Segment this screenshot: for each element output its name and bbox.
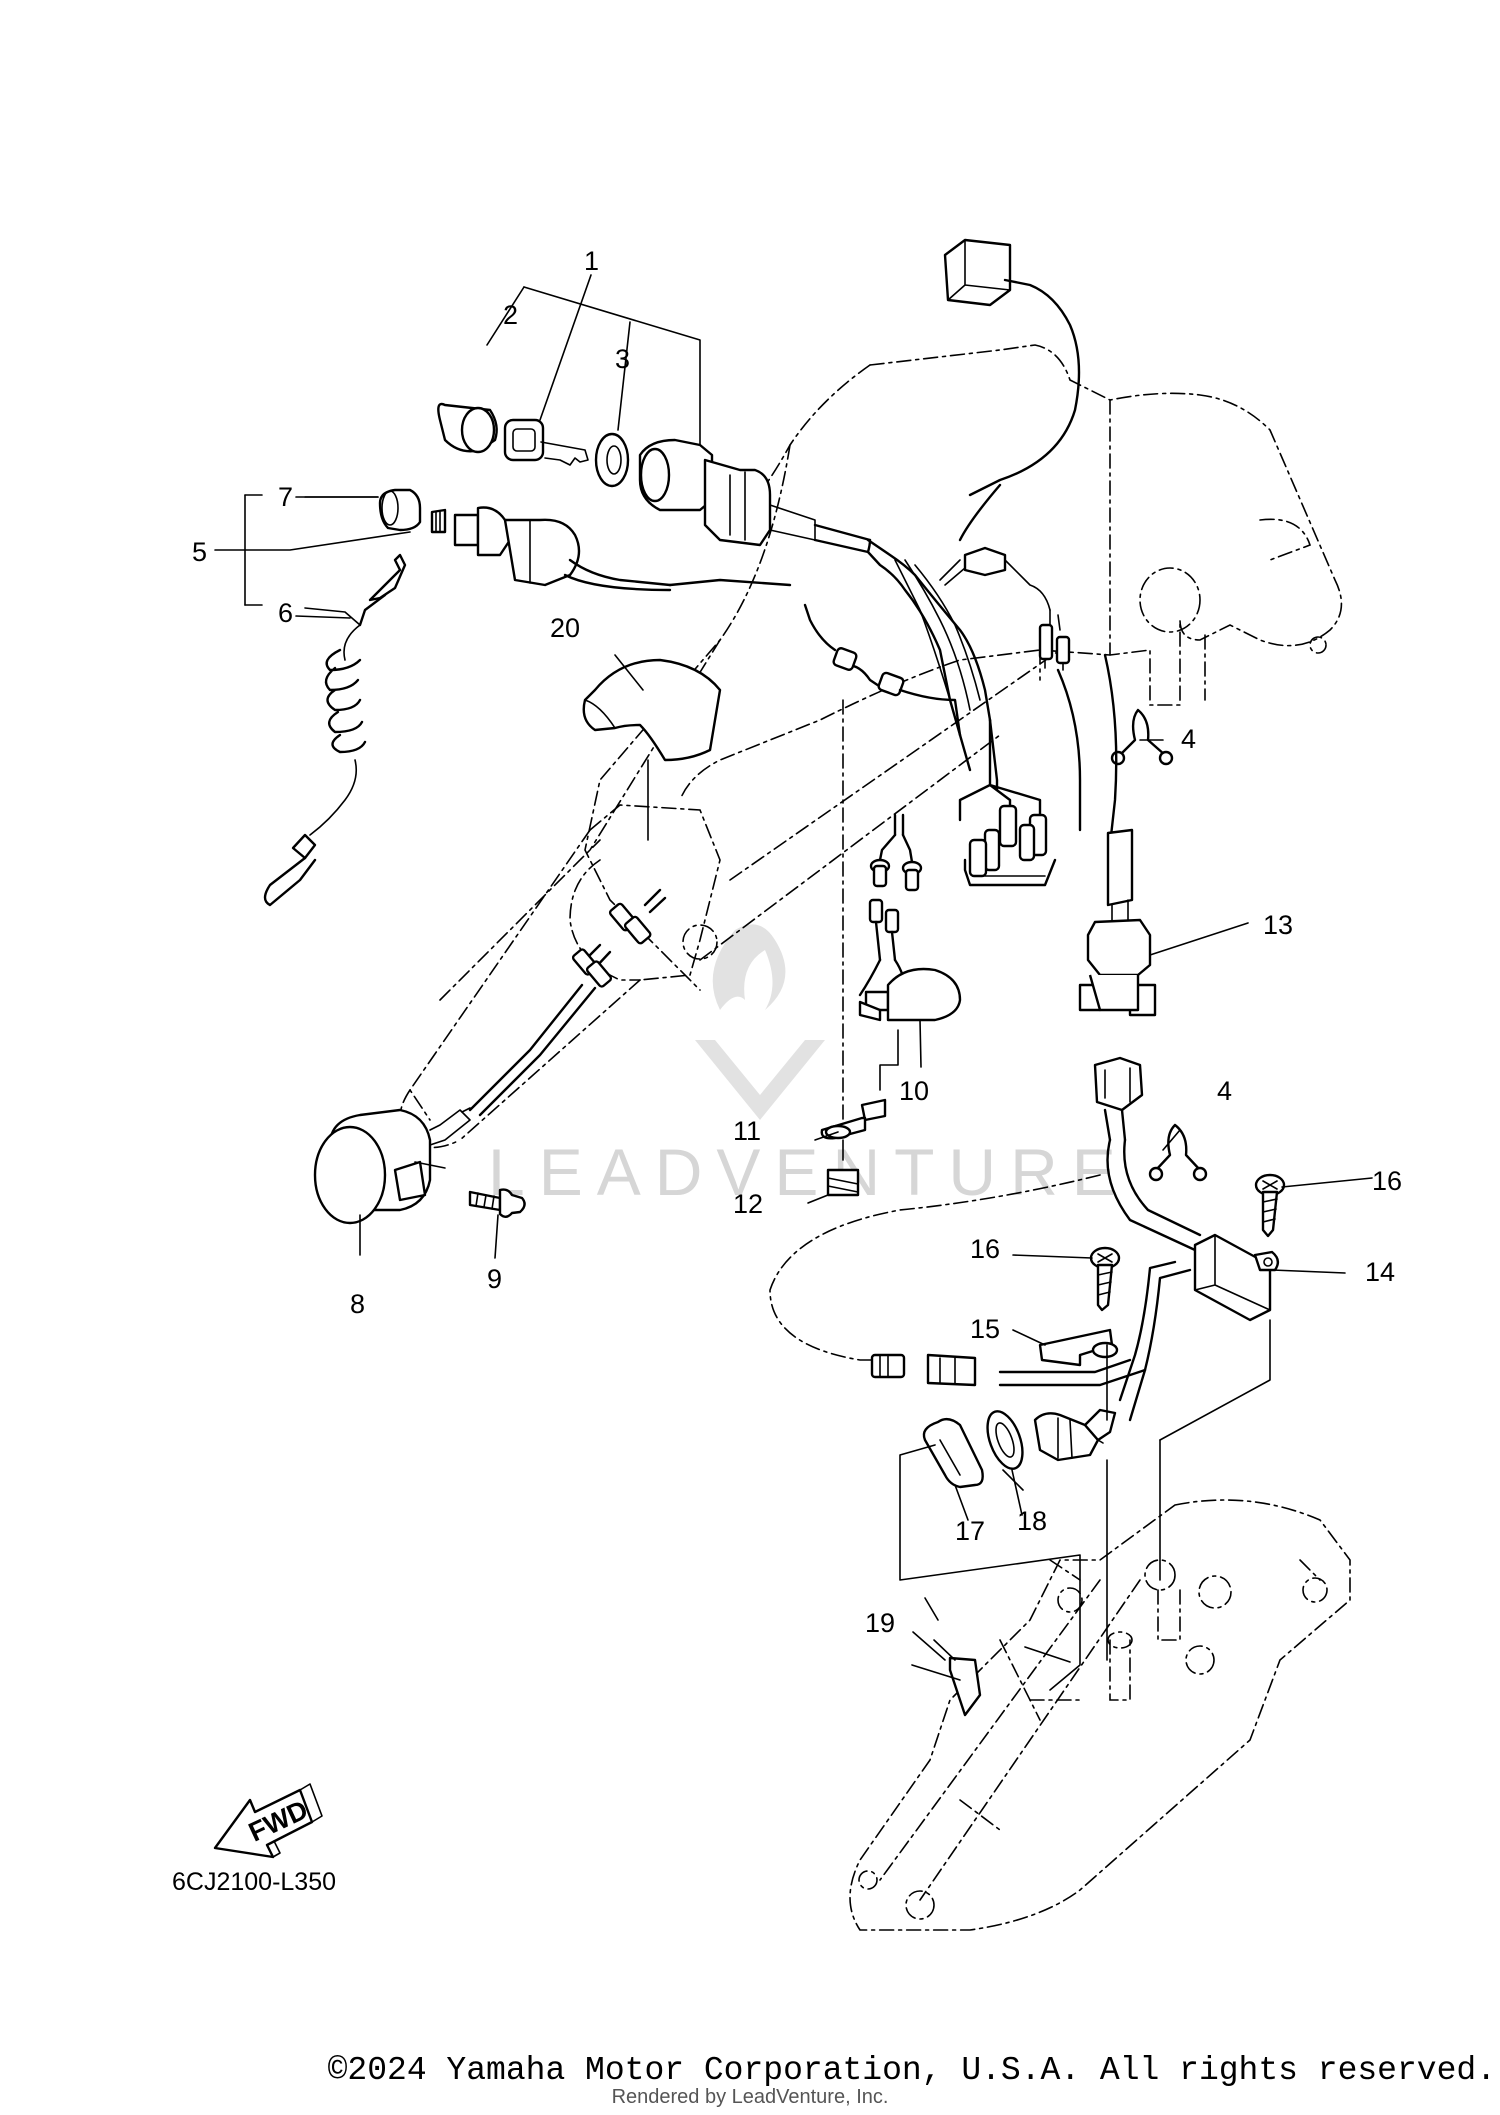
callout-18: 18 — [1017, 1506, 1047, 1536]
diode-cluster — [958, 718, 1057, 887]
callout-15: 15 — [970, 1314, 1000, 1344]
grommet-plug — [1033, 1408, 1117, 1462]
main-harness — [866, 538, 999, 792]
screw-16-b — [1254, 1173, 1286, 1238]
key-cap — [437, 402, 498, 454]
fwd-arrow-icon: FWD — [213, 1783, 323, 1859]
buzzer — [858, 958, 962, 1091]
lanyard-cord — [263, 553, 407, 907]
watermark: LEADVENTURE — [488, 924, 1130, 1209]
callout-16: 16 — [970, 1234, 1000, 1264]
callout-6: 6 — [278, 598, 293, 628]
stop-switch — [313, 1107, 471, 1225]
callout-16b: 16 — [1372, 1166, 1402, 1196]
grommet-17 — [922, 1417, 984, 1489]
callout-11: 11 — [733, 1116, 761, 1146]
label-sticker-19 — [948, 1656, 982, 1717]
callout-4: 4 — [1181, 724, 1196, 754]
callout-4b: 4 — [1217, 1076, 1232, 1106]
main-switch — [638, 438, 872, 554]
two-pin-connector-a — [869, 813, 923, 892]
callout-7: 7 — [278, 482, 293, 512]
callout-19: 19 — [865, 1608, 895, 1638]
callout-1: 1 — [584, 246, 599, 276]
bracket-5-6-7 — [214, 494, 411, 626]
copyright-notice: ©2024 Yamaha Motor Corporation, U.S.A. A… — [0, 2052, 1500, 2089]
plate-15 — [1038, 1328, 1119, 1421]
cable-clamp-bottom — [1148, 1123, 1208, 1182]
callout-10: 10 — [899, 1076, 929, 1106]
screw-16-a — [1089, 1246, 1121, 1312]
rendered-by-note: Rendered by LeadVenture, Inc. — [611, 2086, 889, 2108]
branch-connector-top — [939, 546, 1051, 611]
callout-5: 5 — [192, 537, 207, 567]
screw-12 — [826, 1168, 860, 1197]
callout-12: 12 — [733, 1189, 763, 1219]
copyright-text: ©2024 Yamaha Motor Corporation, U.S.A. A… — [327, 2052, 1496, 2089]
coupler-13 — [1056, 653, 1157, 1017]
ignition-key — [503, 418, 589, 466]
callout-2: 2 — [503, 300, 518, 330]
cable-clamp-top — [1110, 708, 1174, 766]
callouts: 1 2 3 4 4 5 6 7 8 9 10 11 12 13 14 15 16… — [192, 246, 1402, 1638]
watermark-logo-icon — [695, 924, 825, 1120]
callout-17: 17 — [955, 1516, 985, 1546]
upper-connector — [943, 238, 1081, 542]
callout-20: 20 — [550, 613, 580, 643]
branch-connector-right — [1038, 609, 1071, 671]
drawing-code: 6CJ2100-L350 — [172, 1868, 336, 1896]
callout-9: 9 — [487, 1264, 502, 1294]
bracket-17-18 — [899, 1439, 1161, 1691]
callout-14: 14 — [1365, 1257, 1395, 1287]
callout-8: 8 — [350, 1289, 365, 1319]
callout-3: 3 — [615, 344, 630, 374]
harness-14 — [998, 1056, 1280, 1441]
watermark-text: LEADVENTURE — [488, 1135, 1130, 1209]
leader-lines — [295, 496, 1373, 1681]
inline-connectors — [870, 1353, 977, 1387]
seal-18 — [986, 1410, 1024, 1470]
two-pin-connector-b — [868, 898, 900, 962]
tiller-cap — [582, 658, 722, 841]
screw-9 — [468, 1188, 526, 1218]
tiller-connectors — [468, 603, 962, 1117]
bracket-1-2-3 — [486, 274, 701, 461]
callout-13: 13 — [1263, 910, 1293, 940]
washer — [594, 432, 630, 488]
lanyard-switch — [378, 488, 792, 592]
